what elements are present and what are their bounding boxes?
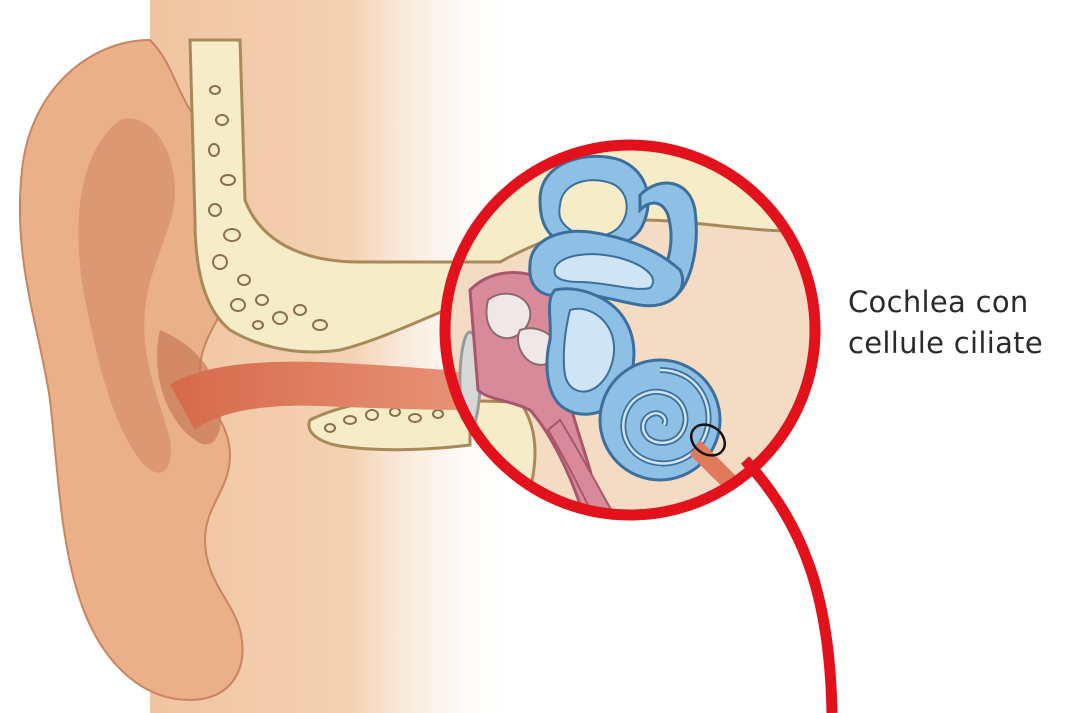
cochlea-label-line1: Cochlea con <box>848 282 1078 323</box>
cochlea-label-line2: cellule ciliate <box>848 323 1078 364</box>
callout-leader-line <box>745 460 832 713</box>
cochlea-label: Cochlea con cellule ciliate <box>848 282 1078 364</box>
